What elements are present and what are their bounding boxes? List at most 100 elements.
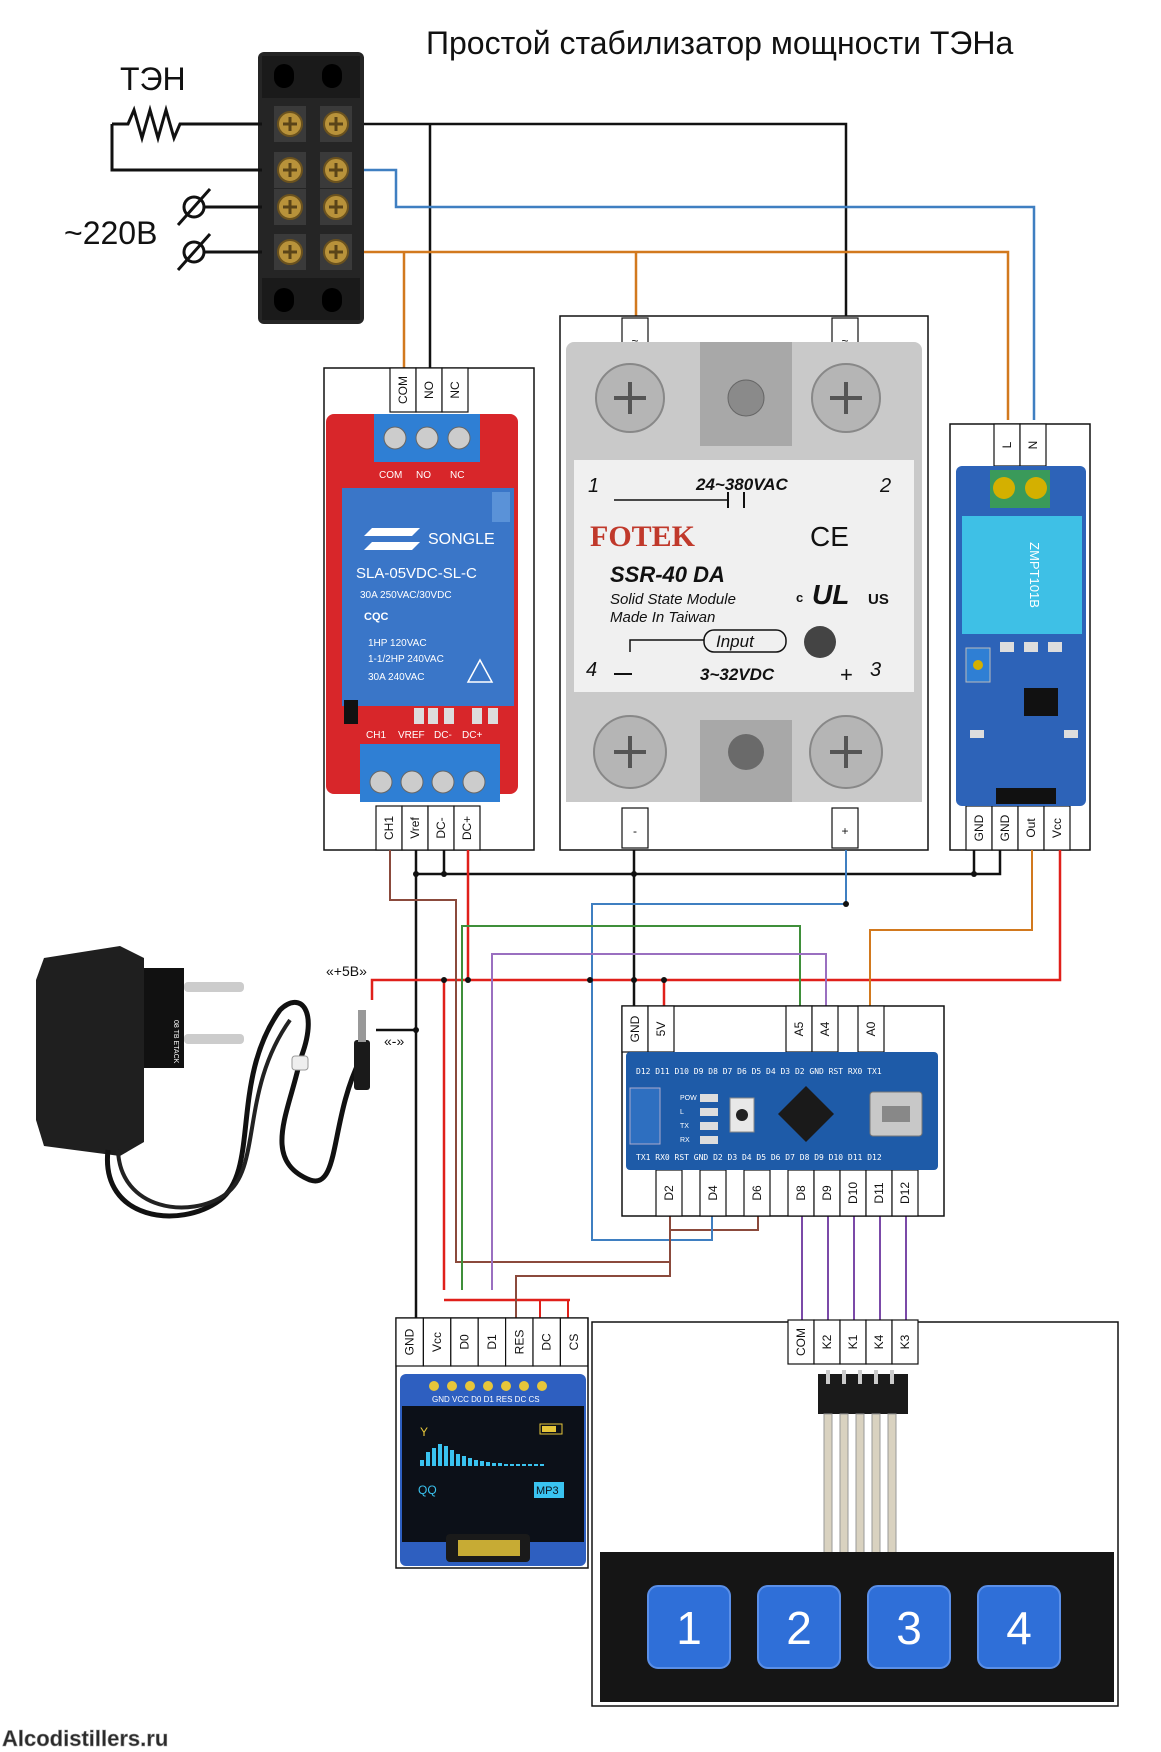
terminal-screw	[274, 234, 306, 270]
oled-pin-6: CS	[559, 1317, 589, 1367]
svg-text:Y: Y	[420, 1425, 428, 1439]
relay-board-dcp: DC+	[462, 730, 482, 741]
oled-pin-3: D1	[477, 1317, 507, 1367]
arduino-led-tx: TX	[680, 1123, 689, 1130]
ssr-dc-range: 3~32VDC	[700, 665, 775, 684]
oled-spectrum-bar	[426, 1452, 430, 1466]
relay-top-pins: COM NO NC	[389, 367, 469, 413]
oled-spectrum-bar	[498, 1463, 502, 1466]
arduino-led-rx: RX	[680, 1137, 690, 1144]
relay-board-vref: VREF	[398, 730, 425, 741]
arduino-bottom-pin-label: D8	[794, 1185, 808, 1201]
keypad-pin-0: COM	[787, 1319, 815, 1365]
keypad-pin-label: K2	[820, 1334, 834, 1349]
oled-pin-4: RES	[505, 1317, 534, 1367]
oled-header-hole	[429, 1381, 439, 1391]
relay-bottom-pin-label: CH1	[382, 816, 396, 840]
arduino-bottom-pin-2: D6	[743, 1169, 771, 1217]
relay-top-pin-1: NO	[415, 367, 443, 413]
oled-header-hole	[447, 1381, 457, 1391]
oled-pin-5: DC	[532, 1317, 561, 1367]
arduino-bottom-pin-label: D2	[662, 1185, 676, 1201]
relay-board-com: COM	[379, 470, 402, 481]
oled-spectrum-bar	[522, 1464, 526, 1466]
relay-rating-1: 30A 250VAC/30VDC	[360, 590, 452, 601]
relay-bottom-pin-label: DC+	[460, 816, 474, 840]
sensor-chip: ZMPT101B	[1027, 542, 1042, 608]
oled-header-hole	[519, 1381, 529, 1391]
plus5-label: «+5В»	[326, 963, 367, 979]
keypad-ribbon-trace	[871, 1413, 881, 1555]
oled-spectrum-bar	[528, 1464, 532, 1466]
sensor-bottom-pin-1: GND	[991, 805, 1019, 851]
relay-top-pin-label: COM	[396, 376, 410, 404]
terminal-screw	[274, 152, 306, 188]
oled-qq: QQ	[418, 1483, 437, 1497]
oled-spectrum-bar	[468, 1458, 472, 1466]
keypad-pin-4: K3	[891, 1319, 919, 1365]
ssr-ac-range: 24~380VAC	[695, 475, 789, 494]
sensor-bottom-pin-label: GND	[998, 814, 1012, 841]
relay-bottom-pin-label: Vref	[408, 817, 422, 839]
arduino-top-pin-label: 5V	[654, 1022, 668, 1037]
keypad-key-2[interactable]: 2	[757, 1585, 841, 1669]
keypad-key-label: 2	[786, 1602, 812, 1654]
keypad-key-1[interactable]: 1	[647, 1585, 731, 1669]
ssr-top-pin-label: ~	[631, 334, 638, 348]
relay-bottom-pins: CH1 Vref DC- DC+	[375, 805, 481, 851]
sensor-bottom-pin-3: Vcc	[1043, 805, 1071, 851]
arduino-top-pin-0: GND	[621, 1005, 649, 1053]
relay-top-pin-label: NO	[422, 381, 436, 399]
relay-model: SLA-05VDC-SL-C	[356, 565, 477, 582]
relay-bottom-pin-label: DC-	[434, 817, 448, 838]
terminal-screw	[274, 189, 306, 225]
oled-spectrum-bar	[480, 1461, 484, 1466]
relay-board-nc: NC	[450, 470, 464, 481]
wire-junction	[441, 871, 447, 877]
keypad-connector-pin	[842, 1370, 846, 1384]
mains-wires	[364, 122, 1036, 420]
oled-spectrum-bar	[516, 1464, 520, 1466]
keypad-pin-label: K3	[898, 1334, 912, 1349]
keypad-pin-label: K4	[872, 1334, 886, 1349]
keypad-key-4[interactable]: 4	[977, 1585, 1061, 1669]
keypad-connector-pin	[826, 1370, 830, 1384]
ssr-sub1: Solid State Module	[610, 591, 736, 608]
arduino-bottom-pin-5: D10	[839, 1169, 867, 1217]
terminal-screw	[274, 106, 306, 142]
arduino-top-pin-3: A4	[811, 1005, 839, 1053]
heater-symbol: ТЭН	[110, 61, 262, 172]
oled-pin-label: RES	[512, 1330, 526, 1355]
relay-top-pin-label: NC	[448, 381, 462, 399]
wire-junction	[441, 977, 447, 983]
oled-spectrum-bar	[420, 1460, 424, 1466]
wire-junction	[631, 977, 637, 983]
oled-pin-label: Vcc	[430, 1332, 444, 1352]
oled-spectrum-bar	[474, 1460, 478, 1466]
keypad-key-label: 3	[896, 1602, 922, 1654]
arduino-top-pin-4: A0	[857, 1005, 885, 1053]
signal-wires	[370, 850, 1062, 1320]
oled-spectrum-bar	[438, 1444, 442, 1466]
relay-bottom-pin-1: Vref	[401, 805, 429, 851]
arduino-bottom-pin-6: D11	[865, 1169, 893, 1217]
oled-screen	[402, 1406, 584, 1542]
oled-header-hole	[501, 1381, 511, 1391]
ssr-bottom-pin-label: +	[841, 824, 848, 838]
charger-label: 08 TB ETACK	[172, 1020, 179, 1064]
keypad-key-3[interactable]: 3	[867, 1585, 951, 1669]
ssr-terminal-2: 2	[879, 475, 891, 497]
wire-junction	[843, 901, 849, 907]
relay-cqc: CQC	[364, 611, 389, 623]
relay-top-pin-0: COM	[389, 367, 417, 413]
minus-label: «-»	[384, 1033, 404, 1049]
oled-spectrum-bar	[504, 1464, 508, 1466]
relay-rating-3: 1-1/2HP 240VAC	[368, 654, 444, 665]
